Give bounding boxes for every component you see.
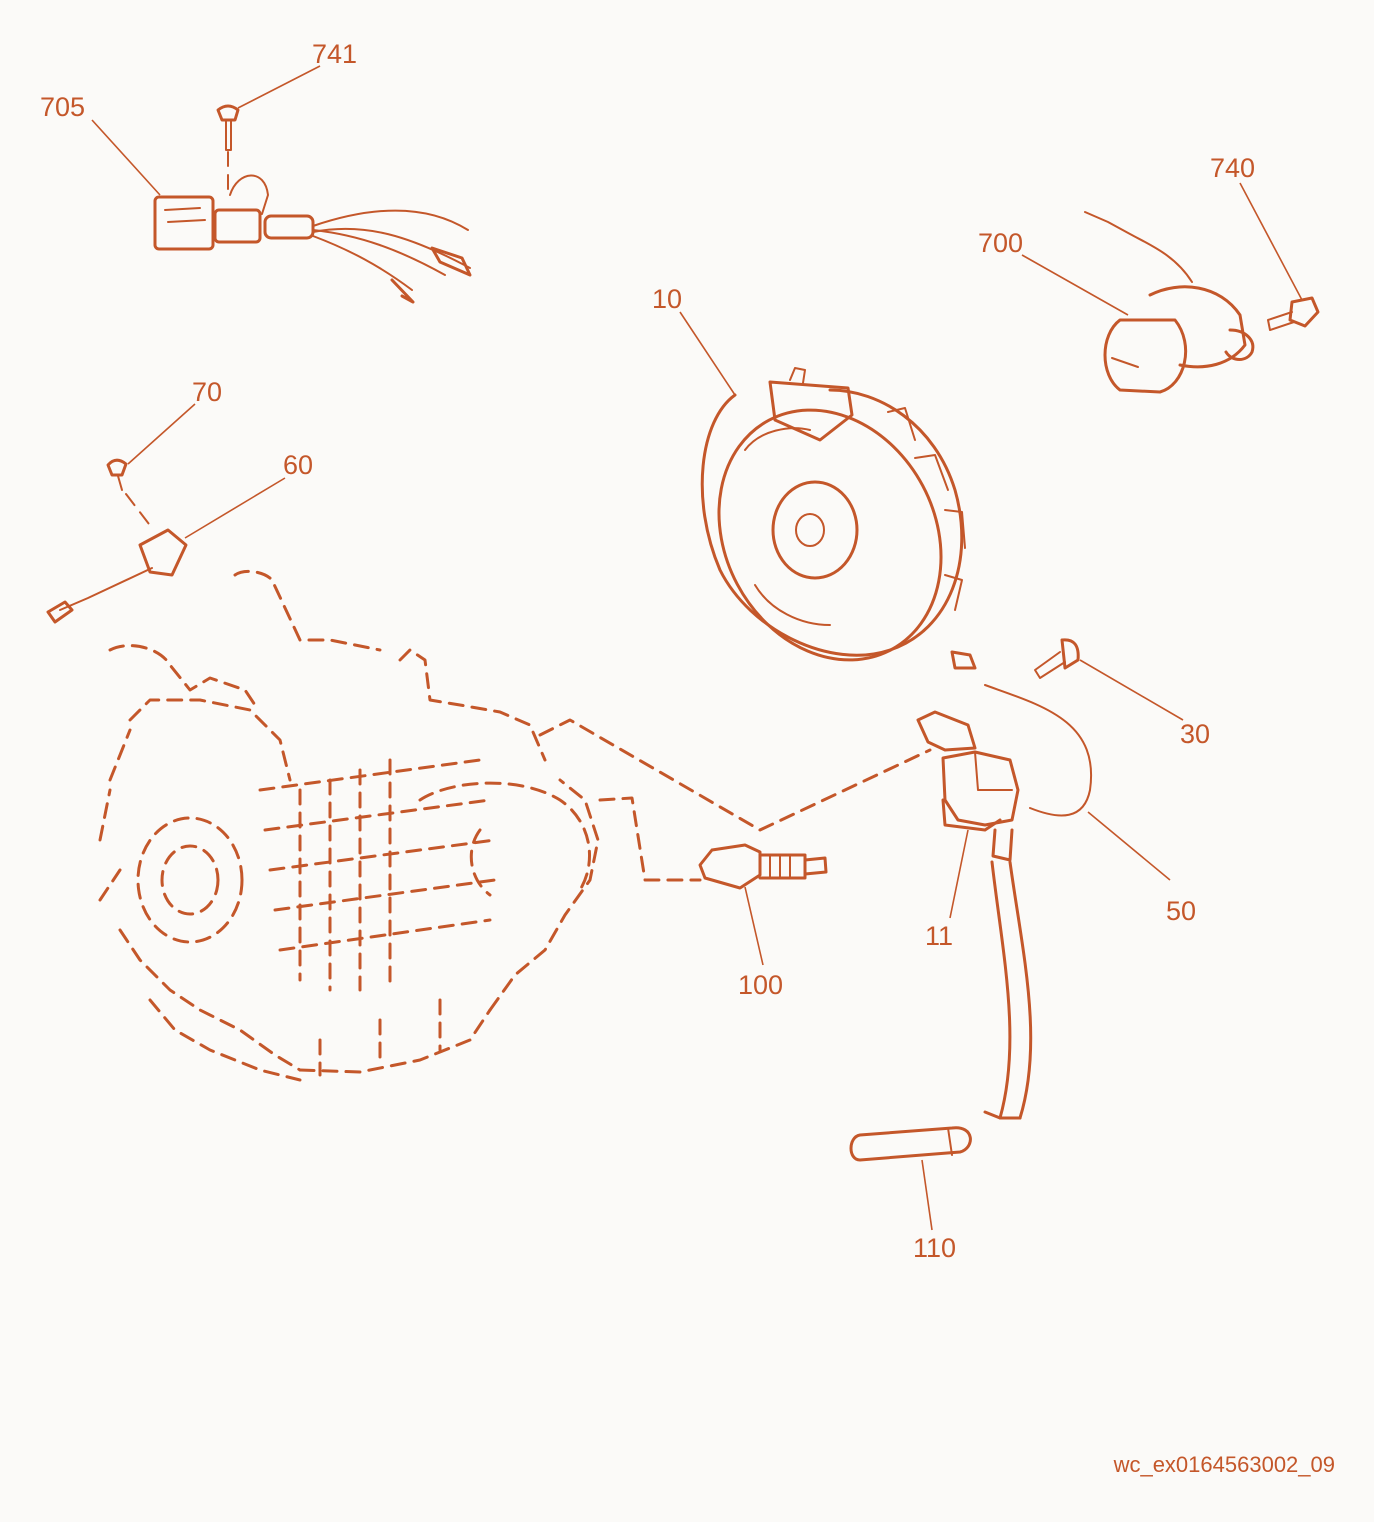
starter-relay bbox=[1084, 211, 1255, 394]
callout-705: 705 bbox=[40, 92, 85, 122]
ground-wire-50 bbox=[950, 650, 1093, 817]
callout-741: 741 bbox=[312, 39, 357, 69]
callout-30: 30 bbox=[1180, 719, 1210, 749]
bolt-740 bbox=[1267, 296, 1320, 331]
ignition-coil bbox=[916, 710, 1033, 1120]
callout-100: 100 bbox=[738, 970, 783, 1000]
drawing-code: wc_ex0164563002_09 bbox=[1113, 1452, 1335, 1477]
wire-harness bbox=[153, 174, 472, 304]
callout-11: 11 bbox=[925, 921, 953, 951]
screw-70 bbox=[106, 458, 153, 529]
spark-plug-cap bbox=[849, 1126, 972, 1162]
callout-110: 110 bbox=[913, 1233, 956, 1263]
spark-plug bbox=[698, 843, 828, 890]
callout-50: 50 bbox=[1166, 896, 1196, 926]
flywheel bbox=[700, 367, 966, 662]
callout-740: 740 bbox=[1210, 153, 1255, 183]
callout-70: 70 bbox=[192, 377, 222, 407]
leader-lines bbox=[91, 65, 1303, 1231]
callout-60: 60 bbox=[283, 450, 313, 480]
callout-10: 10 bbox=[652, 284, 682, 314]
screw-30 bbox=[1034, 638, 1080, 679]
engine-outline bbox=[98, 569, 932, 1082]
screw-741 bbox=[216, 104, 240, 193]
callout-700: 700 bbox=[978, 228, 1023, 258]
oil-sensor-60 bbox=[46, 528, 188, 624]
